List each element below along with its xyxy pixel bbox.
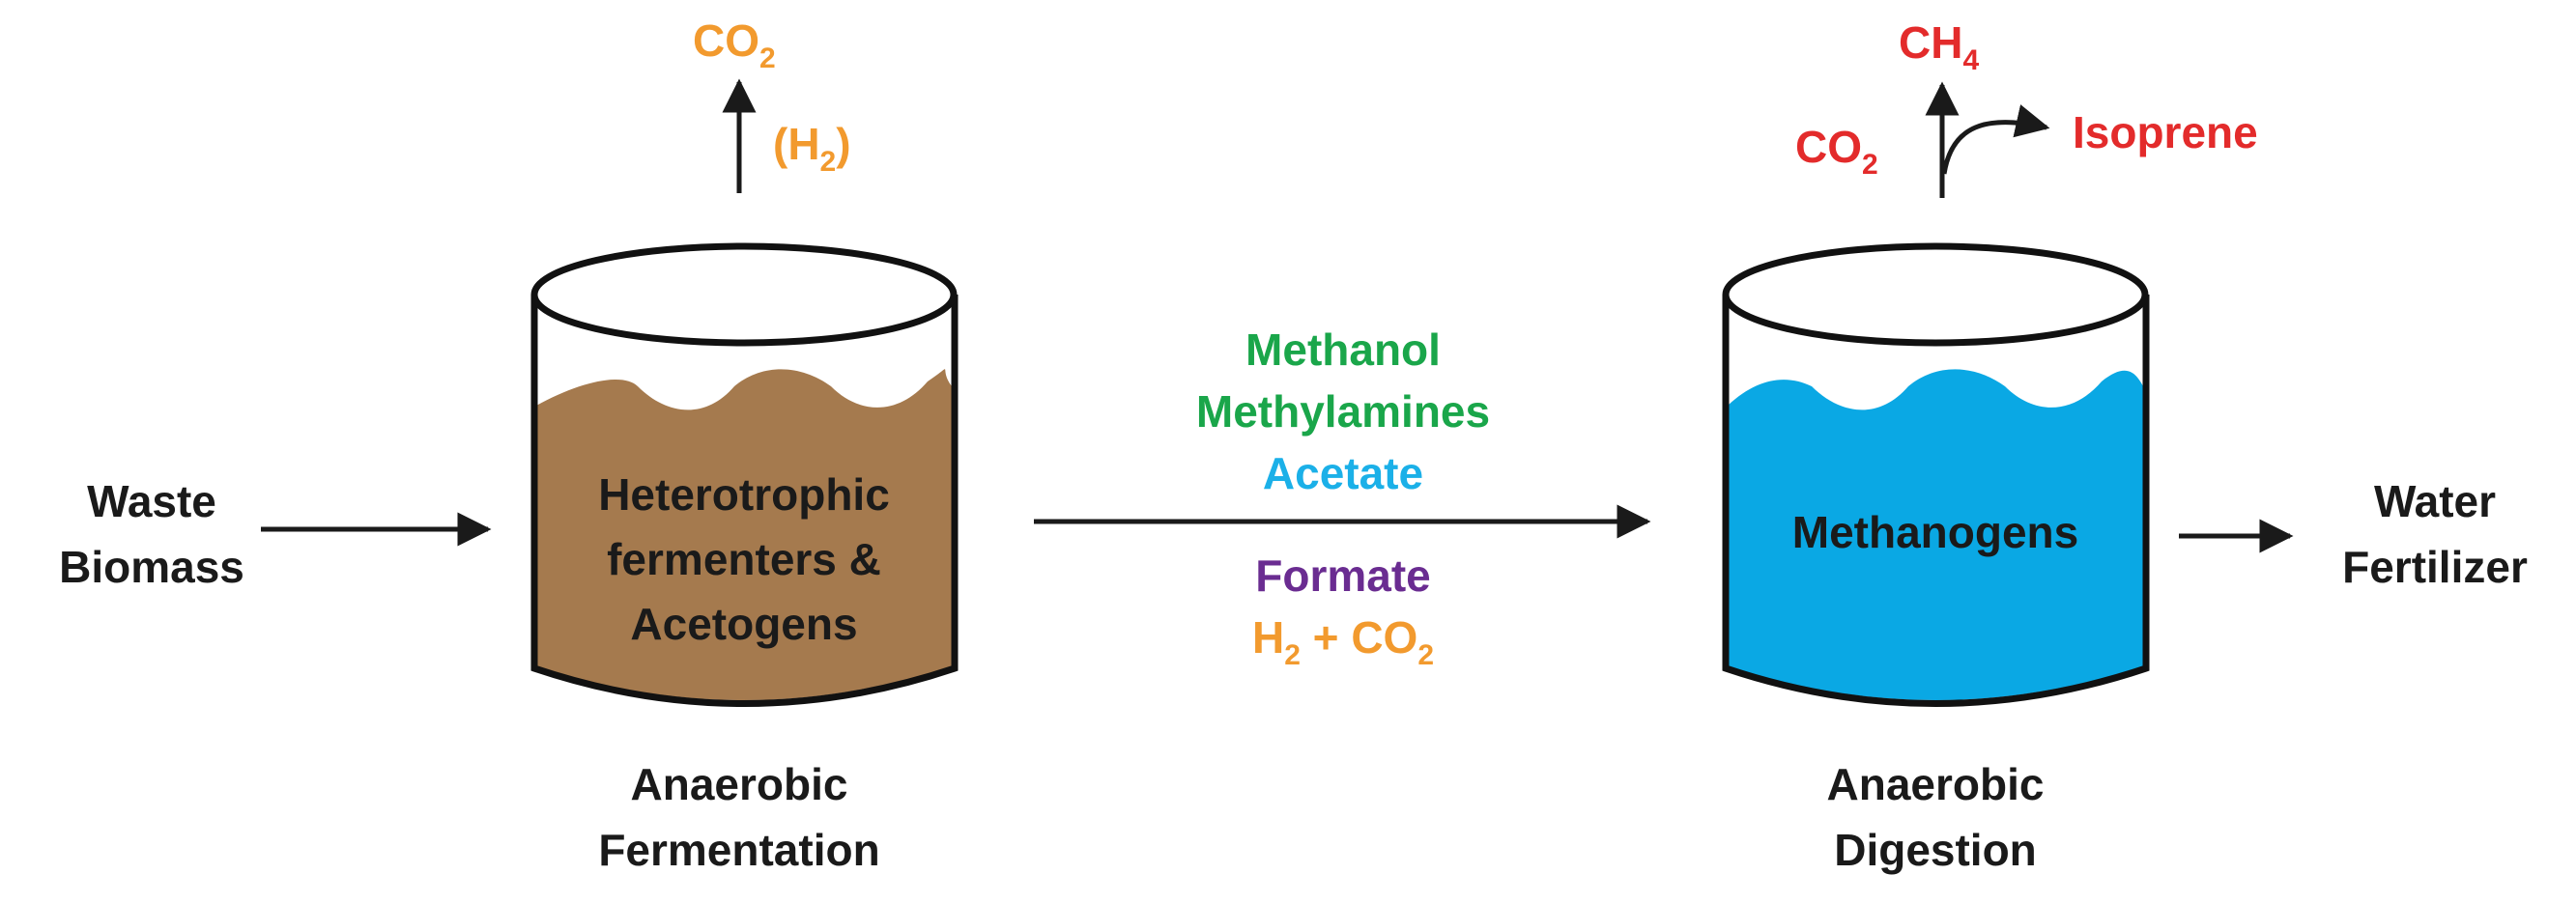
fermenter-caption-line2: Fermentation <box>598 825 879 875</box>
h2-co2-label: H2 + CO2 <box>1252 612 1434 671</box>
acetate-label: Acetate <box>1263 448 1423 498</box>
fermenter-vessel: Heterotrophic fermenters & Acetogens <box>530 242 959 707</box>
isoprene-arrow <box>1941 104 2050 175</box>
digester-wall <box>1722 295 2150 707</box>
digester-caption-line2: Digestion <box>1834 825 2037 875</box>
fermenter-label-line1: Heterotrophic <box>598 469 890 520</box>
digester-gas-co2: CO2 <box>1795 122 1878 181</box>
input-label-line1: Waste <box>87 476 216 526</box>
digester-caption-line1: Anaerobic <box>1827 759 2045 809</box>
fermenter-rim <box>530 242 958 347</box>
fermenter-caption-line1: Anaerobic <box>631 759 848 809</box>
methylamines-label: Methylamines <box>1196 386 1490 437</box>
output-label-line1: Water <box>2374 476 2496 526</box>
digester-rim <box>1722 242 2149 347</box>
input-label-line2: Biomass <box>59 542 244 592</box>
formate-label: Formate <box>1255 550 1430 601</box>
fermenter-liquid <box>536 369 952 700</box>
digester-vessel: Methanogens <box>1722 242 2150 707</box>
isoprene-label: Isoprene <box>2073 107 2258 157</box>
intermediates: Methanol Methylamines Acetate Formate H2… <box>1196 325 1490 671</box>
fermenter-gas-co2: CO2 <box>693 15 776 74</box>
fermenter-gas-h2: (H2) <box>773 119 851 178</box>
methanol-label: Methanol <box>1245 325 1441 375</box>
fermenter-label-line3: Acetogens <box>630 599 857 649</box>
fermenter-label-line2: fermenters & <box>607 534 881 584</box>
digester-gas-ch4: CH4 <box>1899 17 1979 76</box>
fermenter-wall <box>530 295 959 707</box>
input-label: Waste Biomass <box>59 476 244 592</box>
digester-liquid <box>1728 369 2143 700</box>
output-label-line2: Fertilizer <box>2342 542 2528 592</box>
digester-label: Methanogens <box>1792 507 2078 557</box>
